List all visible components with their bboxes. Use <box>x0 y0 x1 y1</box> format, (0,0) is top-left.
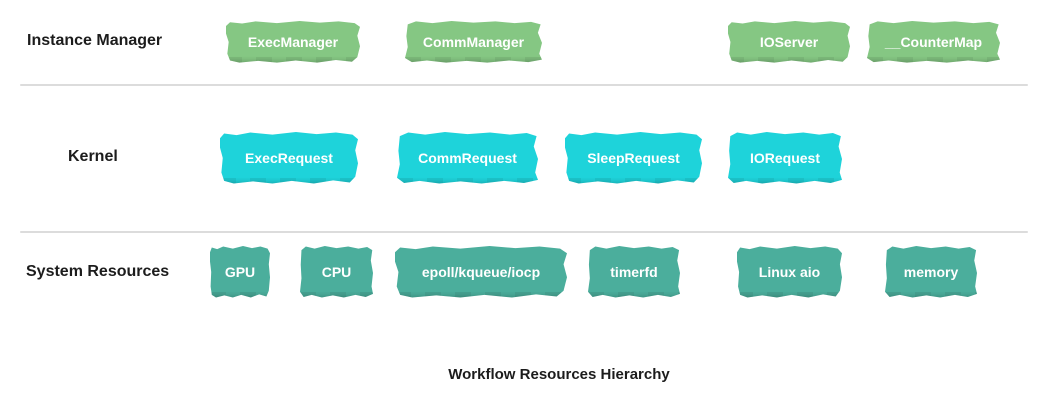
divider-instance-kernel <box>20 84 1028 86</box>
node-label: epoll/kqueue/iocp <box>421 264 541 280</box>
node-label: Linux aio <box>758 264 821 280</box>
node-label: CPU <box>321 264 352 280</box>
node-epoll-kqueue-iocp: epoll/kqueue/iocp <box>395 246 567 298</box>
node-timerfd: timerfd <box>588 246 680 298</box>
node-ioserver: IOServer <box>728 21 850 63</box>
node-commmanager: CommManager <box>405 21 542 63</box>
row-label-system-resources: System Resources <box>26 263 170 280</box>
node-commrequest: CommRequest <box>397 132 538 184</box>
node-cpu: CPU <box>300 246 373 298</box>
node-label: memory <box>903 264 959 280</box>
node-label: IOServer <box>759 34 819 50</box>
node-label: timerfd <box>610 264 658 280</box>
node-label: CommManager <box>422 34 525 50</box>
row-label-kernel: Kernel <box>68 148 118 165</box>
node-label: GPU <box>224 264 256 280</box>
node-execrequest: ExecRequest <box>220 132 358 184</box>
node-iorequest: IORequest <box>728 132 842 184</box>
node-label: __CounterMap <box>884 34 983 50</box>
node-gpu: GPU <box>210 246 270 298</box>
node-label: CommRequest <box>418 150 517 166</box>
node-execmanager: ExecManager <box>226 21 360 63</box>
row-label-instance-manager: Instance Manager <box>27 32 163 49</box>
diagram-title: Workflow Resources Hierarchy <box>448 366 670 383</box>
node-sleeprequest: SleepRequest <box>565 132 702 184</box>
node-label: ExecRequest <box>245 150 333 166</box>
node-label: SleepRequest <box>587 150 680 166</box>
node-label: IORequest <box>749 150 820 166</box>
divider-kernel-system <box>20 231 1028 233</box>
node-countermap: __CounterMap <box>867 21 1000 63</box>
node-memory: memory <box>885 246 977 298</box>
node-linux-aio: Linux aio <box>737 246 842 298</box>
node-label: ExecManager <box>247 34 339 50</box>
